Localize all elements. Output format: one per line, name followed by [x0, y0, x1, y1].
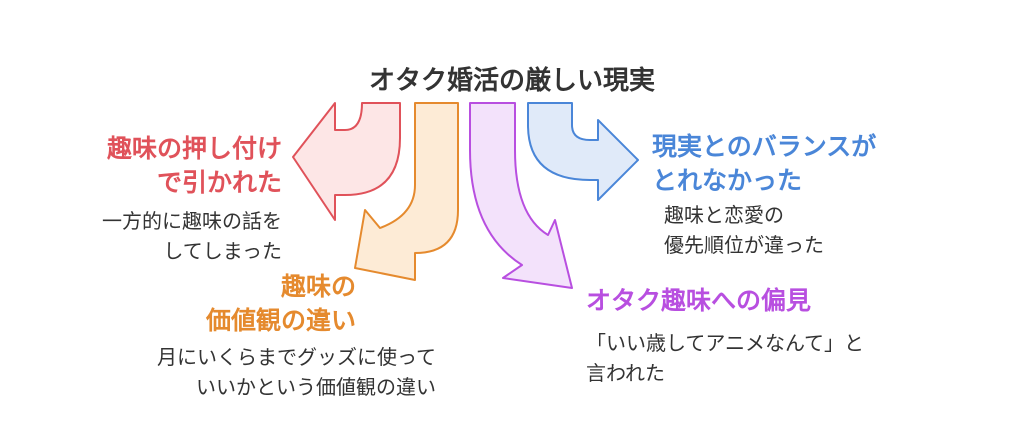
- heading-line: 価値観の違い: [205, 306, 356, 335]
- desc-line: 一方的に趣味の話を: [102, 209, 282, 233]
- heading-prejudice: オタク趣味への偏見: [586, 284, 811, 318]
- desc-line: 言われた: [586, 361, 665, 385]
- desc-line: 月にいくらまでグッズに使って: [157, 345, 436, 369]
- heading-value-difference: 趣味の 価値観の違い: [206, 270, 356, 338]
- desc-line: いいかという価値観の違い: [196, 375, 436, 399]
- arrow-blue: [527, 102, 639, 201]
- desc-value-difference: 月にいくらまでグッズに使って いいかという価値観の違い: [157, 342, 436, 402]
- heading-balance: 現実とのバランスが とれなかった: [652, 130, 876, 198]
- heading-line: 現実とのバランスが: [652, 132, 877, 161]
- heading-line: で引かれた: [156, 168, 282, 197]
- heading-line: とれなかった: [652, 166, 803, 195]
- desc-line: 優先順位が違った: [664, 233, 824, 257]
- desc-line: 「いい歳してアニメなんて」と: [586, 331, 864, 355]
- desc-pushing-hobby: 一方的に趣味の話を してしまった: [102, 206, 282, 266]
- arrow-red: [292, 102, 401, 221]
- desc-balance: 趣味と恋愛の 優先順位が違った: [664, 200, 824, 260]
- desc-line: してしまった: [163, 239, 282, 263]
- arrow-purple: [469, 102, 573, 289]
- heading-pushing-hobby: 趣味の押し付け で引かれた: [107, 132, 282, 200]
- heading-line: 趣味の押し付け: [106, 134, 282, 163]
- desc-line: 趣味と恋愛の: [664, 203, 784, 227]
- heading-line: オタク趣味への偏見: [586, 286, 812, 315]
- arrow-orange: [354, 102, 459, 281]
- heading-line: 趣味の: [280, 272, 356, 301]
- diagram-title: オタク婚活の厳しい現実: [368, 66, 655, 96]
- desc-prejudice: 「いい歳してアニメなんて」と 言われた: [586, 328, 864, 388]
